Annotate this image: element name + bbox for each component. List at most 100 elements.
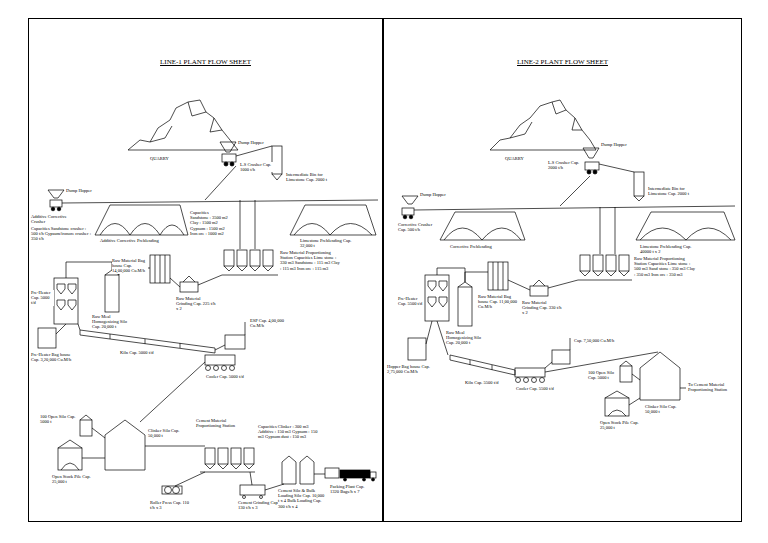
crusher-symbol: [224, 162, 228, 166]
proportioning-bins: [231, 464, 241, 469]
equipment-label: Raw Material Grinding Cap. 225 t/h x 2: [176, 296, 216, 312]
cooler-symbol: [205, 355, 235, 365]
dump-hopper: [48, 190, 64, 198]
preheater-tower: [57, 284, 76, 310]
esp-symbol: [552, 350, 570, 364]
crusher-symbol: [50, 200, 62, 211]
open-silo: [80, 415, 92, 420]
proportioning-bins: [205, 448, 254, 469]
stock-pile-building: [58, 448, 82, 470]
conveyor-line: [145, 446, 205, 447]
conveyor-line: [545, 352, 658, 372]
equipment-label: Capacities Clinker : 300 m3 Additive : 1…: [258, 424, 318, 440]
proportioning-bins: [237, 250, 247, 266]
esp-symbol: [215, 322, 245, 350]
cooler-symbol: [515, 368, 545, 377]
equipment-label: Dump Hopper: [66, 188, 92, 193]
conveyor-line: [255, 200, 256, 249]
homogenizing-silo: [458, 282, 472, 287]
preblending-shed: [100, 224, 184, 236]
crusher-symbol: [587, 170, 591, 174]
proportioning-bins: [250, 266, 260, 271]
preheater-tower: [425, 275, 449, 321]
equipment-label: Raw Meal Homogenizing Silo Cap. 20,000 t: [446, 330, 490, 346]
rotary-kiln: [470, 360, 492, 370]
conveyor-line: [548, 280, 578, 288]
conveyor-line: [560, 176, 590, 206]
crusher-symbol: [585, 162, 599, 174]
equipment-label: Cement Grinding Cap. 130 t/h x 3: [238, 500, 282, 510]
equipment-label: Packing Plant Cap. 1320 Bags/h x 7: [330, 484, 374, 494]
packing-truck: [372, 478, 375, 481]
crusher-symbol: [222, 154, 236, 166]
conveyor-line: [615, 207, 616, 254]
cooler-symbol: [540, 378, 545, 383]
equipment-label: L.S Crusher Cap. 1000 t/h: [240, 162, 274, 172]
equipment-label: Pre-Heater Bag house Cap. 3,20,000 Cu.M/…: [31, 352, 75, 362]
proportioning-bins: [224, 250, 234, 266]
roller-press: [162, 486, 182, 494]
intermediate-bin: [634, 172, 644, 201]
preblending-shed: [290, 205, 376, 235]
proportioning-bins: [593, 271, 603, 276]
equipment-label: Capacities Sandstone : 3500 m2 Clay : 15…: [190, 210, 228, 236]
equipment-label: Clinker Silo Cap. 50,000 t: [645, 404, 685, 414]
crusher-symbol: [402, 208, 414, 219]
equipment-label: ESP Cap. 4,00,000 Cu.M/h: [250, 318, 290, 328]
conveyor-line: [82, 458, 105, 459]
stock-pile-building: [605, 391, 629, 398]
proportioning-bins: [205, 448, 215, 464]
equipment-label: Cooler Cap. 5500 t/d: [516, 386, 554, 391]
bag-house: [488, 262, 508, 290]
equipment-label: Dump Hopper: [238, 140, 264, 145]
conveyor-line: [236, 146, 272, 156]
bag-house: [488, 262, 508, 290]
preblending-shed: [294, 224, 372, 236]
conveyor-line: [680, 388, 686, 389]
quarry-hill: [490, 100, 596, 150]
proportioning-bins: [619, 255, 629, 271]
conveyor-line: [170, 278, 180, 287]
stock-pile-building: [605, 398, 629, 416]
preblending-shed: [440, 212, 525, 240]
bag-house: [150, 255, 170, 283]
homogenizing-silo: [105, 270, 119, 312]
equipment-label: Kiln Cap. 5500 t/d: [465, 380, 499, 385]
dump-hopper: [583, 148, 599, 158]
conveyor-line: [240, 200, 241, 249]
proportioning-bins: [619, 271, 629, 276]
equipment-label: Cement Material Proportioning Station: [196, 418, 252, 428]
sheet-title: LINE-2 PLANT FLOW SHEET: [384, 59, 741, 67]
quarry-hill: [128, 100, 238, 150]
rotary-kiln: [450, 355, 515, 375]
open-silo: [80, 415, 92, 436]
proportioning-bins: [218, 448, 228, 464]
quarry-hill: [128, 100, 238, 150]
equipment-label: Hopper Bag house Cap. 2,75,000 Cu.M/h: [387, 364, 435, 374]
equipment-label: Limestone Preblending Cap. 40000 t x 2: [640, 244, 700, 254]
equipment-label: Open Stock Pile Cap. 25,000 t: [52, 474, 92, 484]
proportioning-bins: [263, 250, 273, 266]
equipment-label: Raw Material Grinding Cap. 330 t/h x 2: [522, 300, 562, 316]
packing-truck: [344, 478, 347, 481]
equipment-label: Corrective Preblending: [450, 244, 492, 249]
dump-hopper: [402, 196, 418, 204]
intermediate-bin: [634, 172, 644, 196]
preblending-shed: [290, 205, 376, 235]
raw-mill: [533, 280, 545, 286]
equipment-label: Limestone Preblending Cap. 32,000 t: [300, 238, 360, 248]
rotary-kiln: [450, 355, 515, 375]
conveyor-line: [92, 428, 105, 438]
dump-hopper: [48, 190, 64, 198]
crusher-symbol: [57, 207, 61, 211]
cement-silo: [300, 456, 314, 484]
conveyor-line: [62, 200, 378, 203]
esp-symbol: [545, 338, 570, 368]
cooler-symbol: [214, 366, 219, 371]
conveyor-line: [250, 472, 252, 485]
esp-symbol: [225, 335, 245, 349]
equipment-label: Additive Corrective Preblending: [100, 238, 159, 243]
proportioning-bins: [593, 255, 603, 271]
equipment-label: 100 Open Silo Cap. 5000 t: [588, 370, 618, 380]
dump-hopper: [220, 142, 236, 152]
